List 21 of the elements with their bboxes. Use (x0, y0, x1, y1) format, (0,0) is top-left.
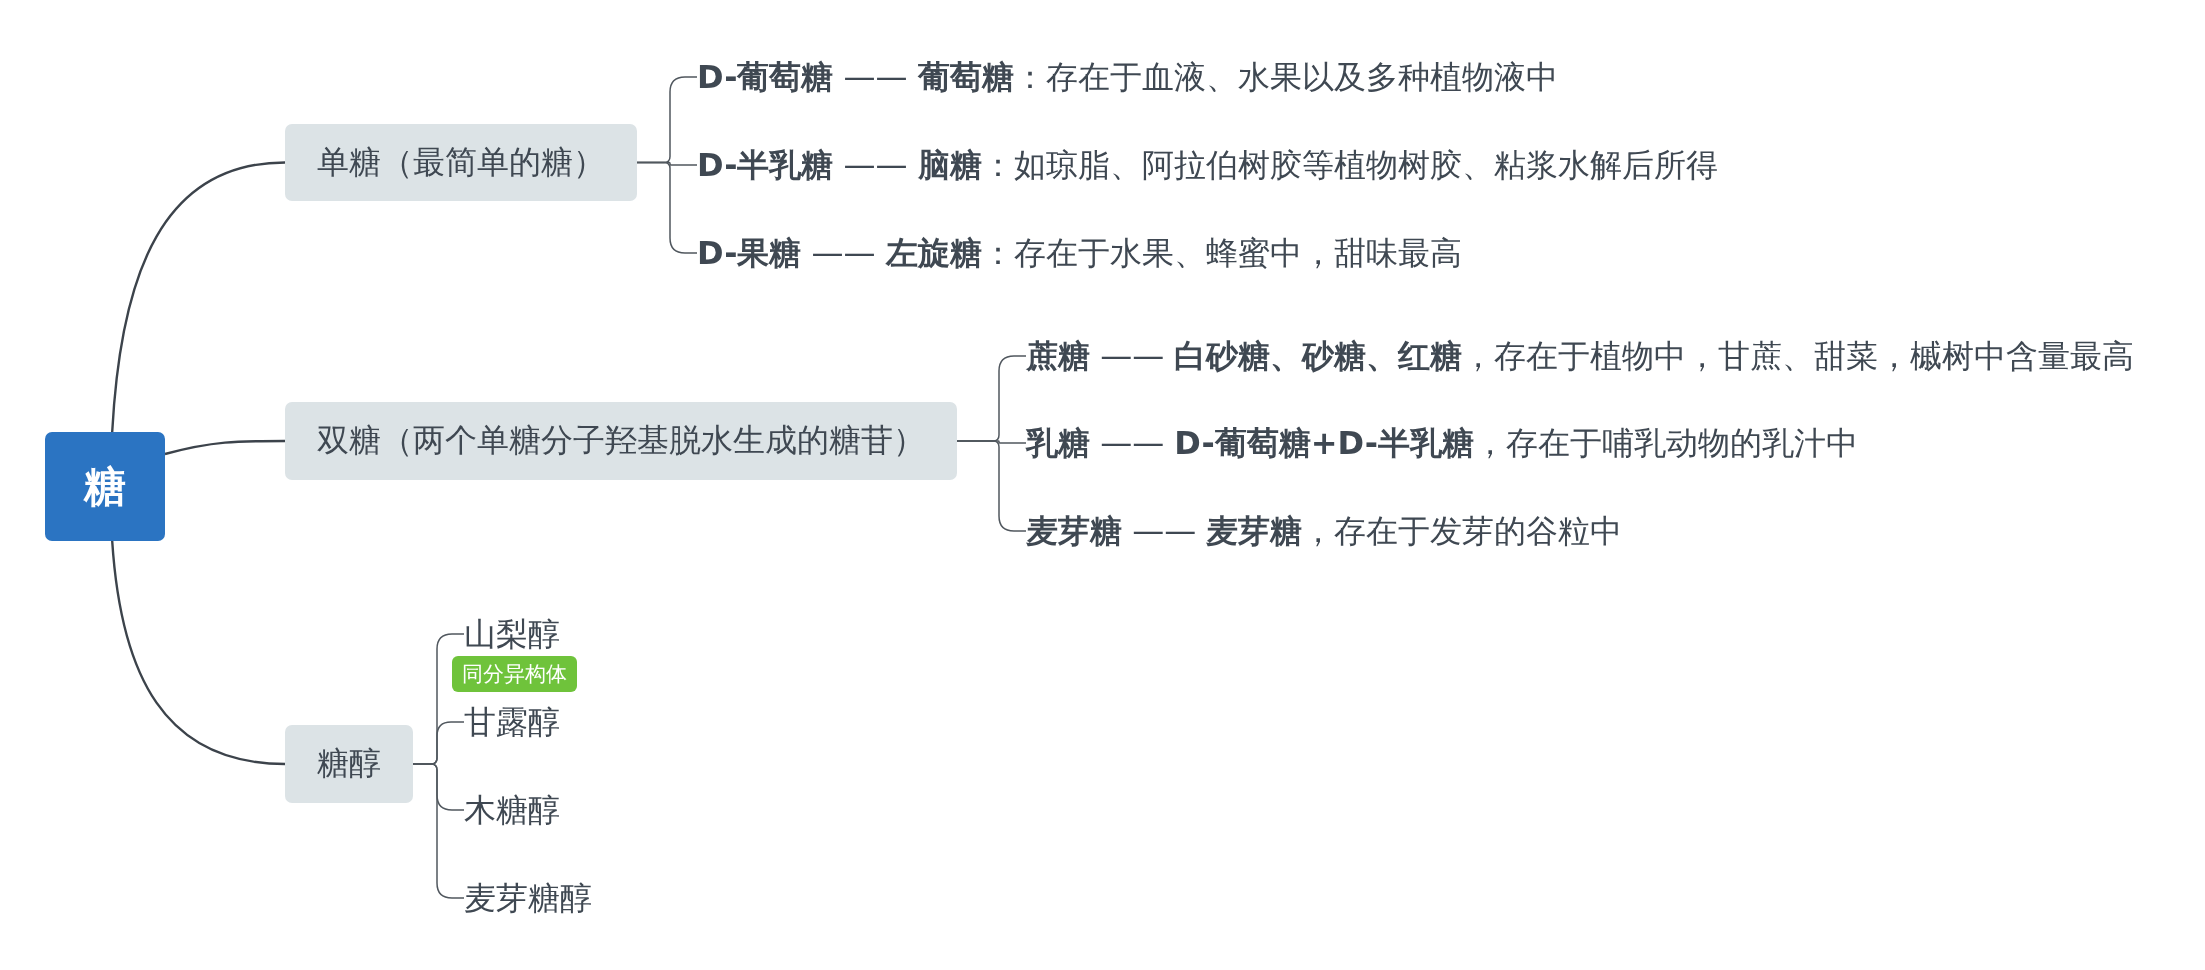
subtopic-text: 甘露醇 (464, 702, 560, 742)
subtopic-text: D-葡萄糖 —— 葡萄糖：存在于血液、水果以及多种植物液中 (697, 57, 1558, 97)
bracket-connector (636, 161, 698, 254)
subtopic-text: 麦芽糖 —— 麦芽糖，存在于发芽的谷粒中 (1026, 511, 1623, 551)
bracket-connector (956, 440, 1027, 532)
topic-box: 双糖（两个单糖分子羟基脱水生成的糖苷） (285, 402, 957, 480)
subtopic-text: 蔗糖 —— 白砂糖、砂糖、红糖，存在于植物中，甘蔗、甜菜，槭树中含量最高 (1026, 336, 2135, 376)
subtopic-text: 山梨醇 (464, 614, 560, 654)
subtopic-text: 麦芽糖醇 (464, 878, 592, 918)
subtopic-text: D-果糖 —— 左旋糖：存在于水果、蜂蜜中，甜味最高 (697, 233, 1462, 273)
topic-box: 单糖（最简单的糖） (285, 124, 637, 201)
connector-curve (111, 161, 286, 433)
subtopic-text: 乳糖 —— D-葡萄糖+D-半乳糖，存在于哺乳动物的乳汁中 (1026, 423, 1859, 463)
central-topic: 糖 (45, 432, 165, 541)
subtopic-text: D-半乳糖 —— 脑糖：如琼脂、阿拉伯树胶等植物树胶、粘浆水解后所得 (697, 145, 1718, 185)
connector-curve (111, 540, 286, 766)
bracket-connector (412, 763, 465, 899)
connector-curve (164, 439, 285, 456)
tag-label: 同分异构体 (452, 656, 577, 692)
subtopic-text: 木糖醇 (464, 790, 560, 830)
topic-box: 糖醇 (285, 725, 413, 803)
